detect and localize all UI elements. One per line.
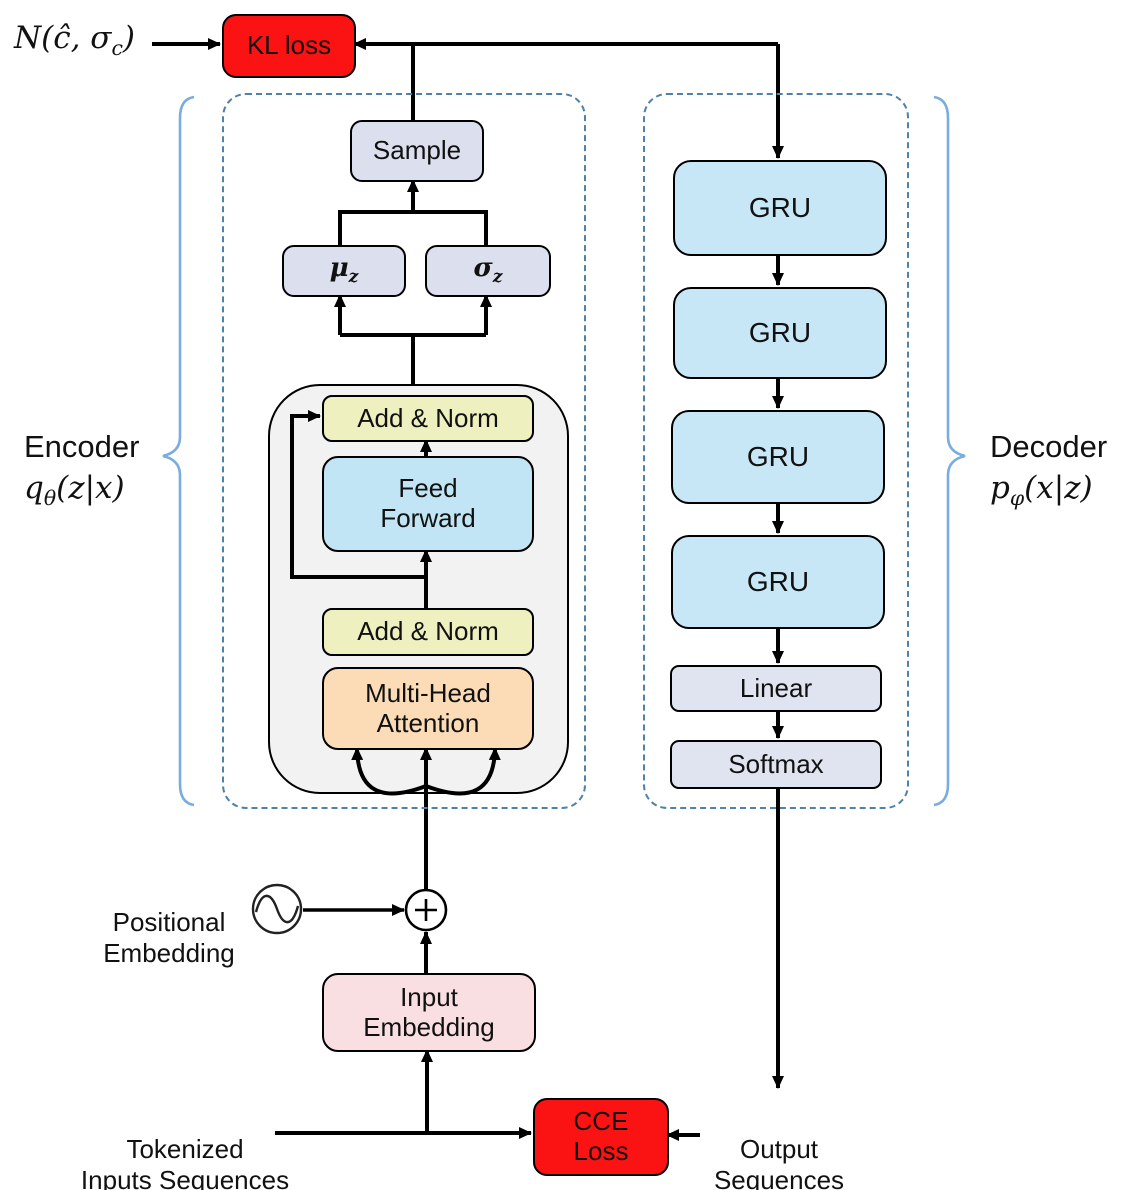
gru-3-label: GRU (746, 440, 810, 472)
output-sequences-label: Output Sequences (713, 1134, 845, 1190)
gru-4-label: GRU (746, 565, 810, 597)
kl-loss-label: KL loss (246, 30, 332, 61)
positional-embedding-label: Positional Embedding (103, 907, 235, 969)
mu-label: μz (329, 253, 359, 288)
sine-wave-icon (251, 883, 303, 935)
gru-box-3: GRU (671, 410, 885, 504)
gru-box-4: GRU (671, 535, 885, 629)
prior-base: N(ĉ, σ (14, 20, 112, 56)
feed-forward-label: Feed Forward (380, 473, 476, 533)
gru-box-1: GRU (673, 160, 887, 256)
prior-sub: c (111, 36, 123, 61)
mu-box: μz (282, 245, 406, 297)
decoder-brace (933, 95, 966, 807)
decoder-formula: pφ(x|z) (990, 469, 1093, 511)
sigma-box: σz (425, 245, 551, 297)
input-embedding-box: Input Embedding (322, 973, 536, 1052)
prior-distribution-label: N(ĉ, σc) (14, 20, 135, 60)
encoder-region (222, 93, 586, 809)
softmax-box: Softmax (670, 740, 882, 789)
decoder-title: Decoder (990, 429, 1108, 464)
arrow-into-mha-right (425, 747, 501, 796)
decoder-side-label: Decoder pφ(x|z) (990, 426, 1107, 513)
cce-loss-label: CCE Loss (573, 1106, 629, 1166)
gru-2-label: GRU (748, 316, 812, 348)
multi-head-attention-box: Multi-Head Attention (322, 667, 534, 750)
prior-suffix: ) (122, 20, 136, 56)
encoder-side-label: Encoder qθ(z|x) (24, 426, 139, 513)
plus-node (404, 888, 448, 932)
multi-head-attention-label: Multi-Head Attention (365, 677, 491, 738)
connector-arrows (152, 38, 784, 1141)
cce-loss-box: CCE Loss (533, 1098, 669, 1176)
softmax-label: Softmax (728, 748, 824, 779)
input-embedding-label: Input Embedding (363, 981, 495, 1042)
sample-box: Sample (350, 120, 484, 182)
encoder-formula: qθ(z|x) (24, 469, 125, 511)
linear-box: Linear (670, 665, 882, 712)
kl-loss-box: KL loss (222, 14, 356, 78)
feed-forward-box: Feed Forward (322, 456, 534, 552)
gru-box-2: GRU (673, 287, 887, 379)
braces (162, 95, 966, 807)
arrow-into-mha-left (351, 747, 427, 796)
encoder-brace (162, 95, 195, 807)
line-musigma-to-sample-branch (338, 210, 488, 245)
add-norm-bottom-label: Add & Norm (357, 616, 499, 647)
add-norm-top-box: Add & Norm (322, 395, 534, 442)
sample-label: Sample (372, 135, 462, 166)
tokenized-inputs-label: Tokenized Inputs Sequences (80, 1134, 290, 1190)
add-norm-top-label: Add & Norm (357, 402, 499, 433)
decoder-region (643, 93, 909, 809)
encoder-title: Encoder (24, 429, 140, 464)
add-norm-bottom-box: Add & Norm (322, 608, 534, 656)
sigma-label: σz (473, 253, 503, 288)
linear-label: Linear (739, 672, 813, 703)
arrow-residual-skip (290, 410, 426, 579)
gru-1-label: GRU (748, 191, 812, 223)
